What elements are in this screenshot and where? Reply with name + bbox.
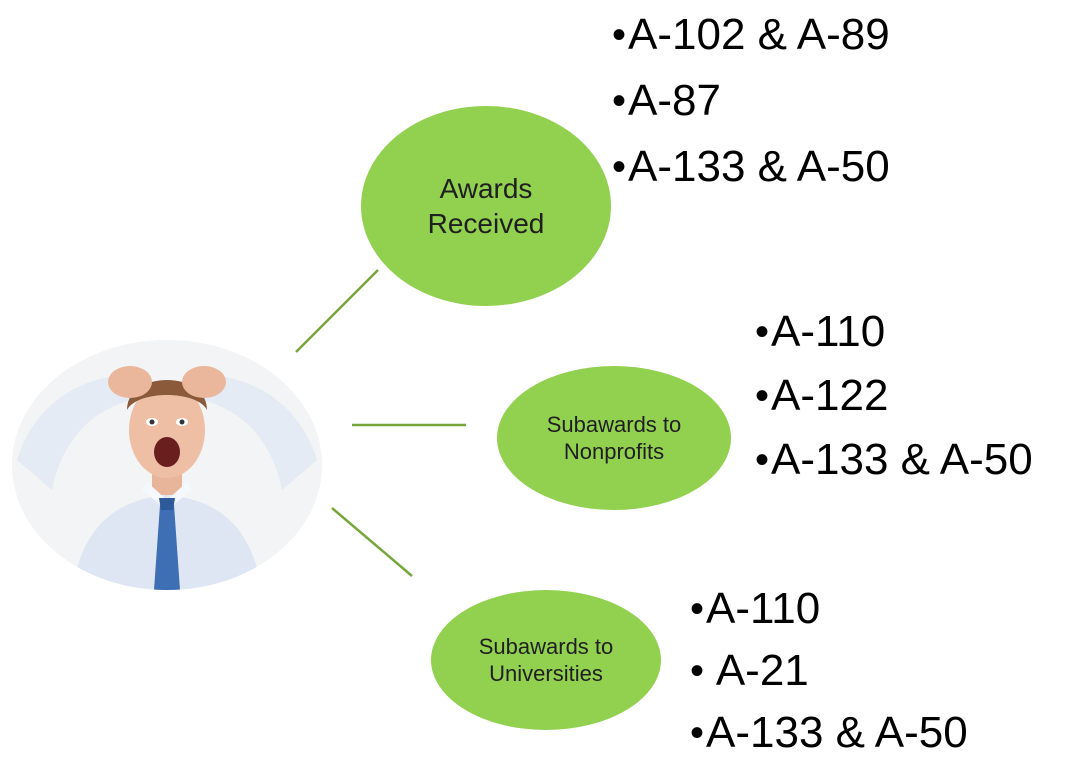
connector-awards: [295, 269, 379, 353]
list-item: •A-110: [755, 307, 886, 356]
subawards-universities-node: Subawards to Universities: [431, 590, 661, 730]
awards-line-2: Received: [427, 208, 545, 239]
nonprofits-line-1: Subawards to: [546, 411, 682, 437]
list-item: •A-133 & A-50: [690, 708, 968, 757]
nonprofits-circular-list: •A-110 •A-122 •A-133 & A-50: [755, 300, 1033, 492]
bullet-icon: •: [755, 437, 770, 482]
universities-line-2: Universities: [489, 661, 603, 686]
universities-circular-list: •A-110 • A-21 •A-133 & A-50: [690, 578, 968, 764]
bullet-icon: •: [755, 373, 770, 418]
awards-received-node: Awards Received: [361, 106, 611, 306]
list-item: • A-21: [690, 646, 809, 695]
list-item: •A-102 & A-89: [612, 10, 890, 59]
list-item: •A-87: [612, 76, 721, 125]
bullet-icon: •: [690, 710, 705, 755]
awards-line-1: Awards: [439, 173, 533, 204]
list-item: •A-110: [690, 584, 821, 633]
bullet-icon: •: [690, 648, 705, 693]
bullet-icon: •: [690, 586, 705, 631]
frustrated-man-photo: [12, 340, 322, 590]
list-item: •A-122: [755, 371, 889, 420]
list-item: •A-133 & A-50: [612, 142, 890, 191]
bullet-icon: •: [755, 309, 770, 354]
universities-line-1: Subawards to: [478, 633, 614, 659]
bullet-icon: •: [612, 78, 627, 123]
bullet-icon: •: [612, 12, 627, 57]
nonprofits-line-2: Nonprofits: [563, 439, 665, 464]
awards-circular-list: •A-102 & A-89 •A-87 •A-133 & A-50: [612, 2, 890, 200]
connector-universities: [331, 507, 413, 577]
list-item: •A-133 & A-50: [755, 435, 1033, 484]
bullet-icon: •: [612, 144, 627, 189]
subawards-nonprofits-node: Subawards to Nonprofits: [497, 366, 731, 510]
